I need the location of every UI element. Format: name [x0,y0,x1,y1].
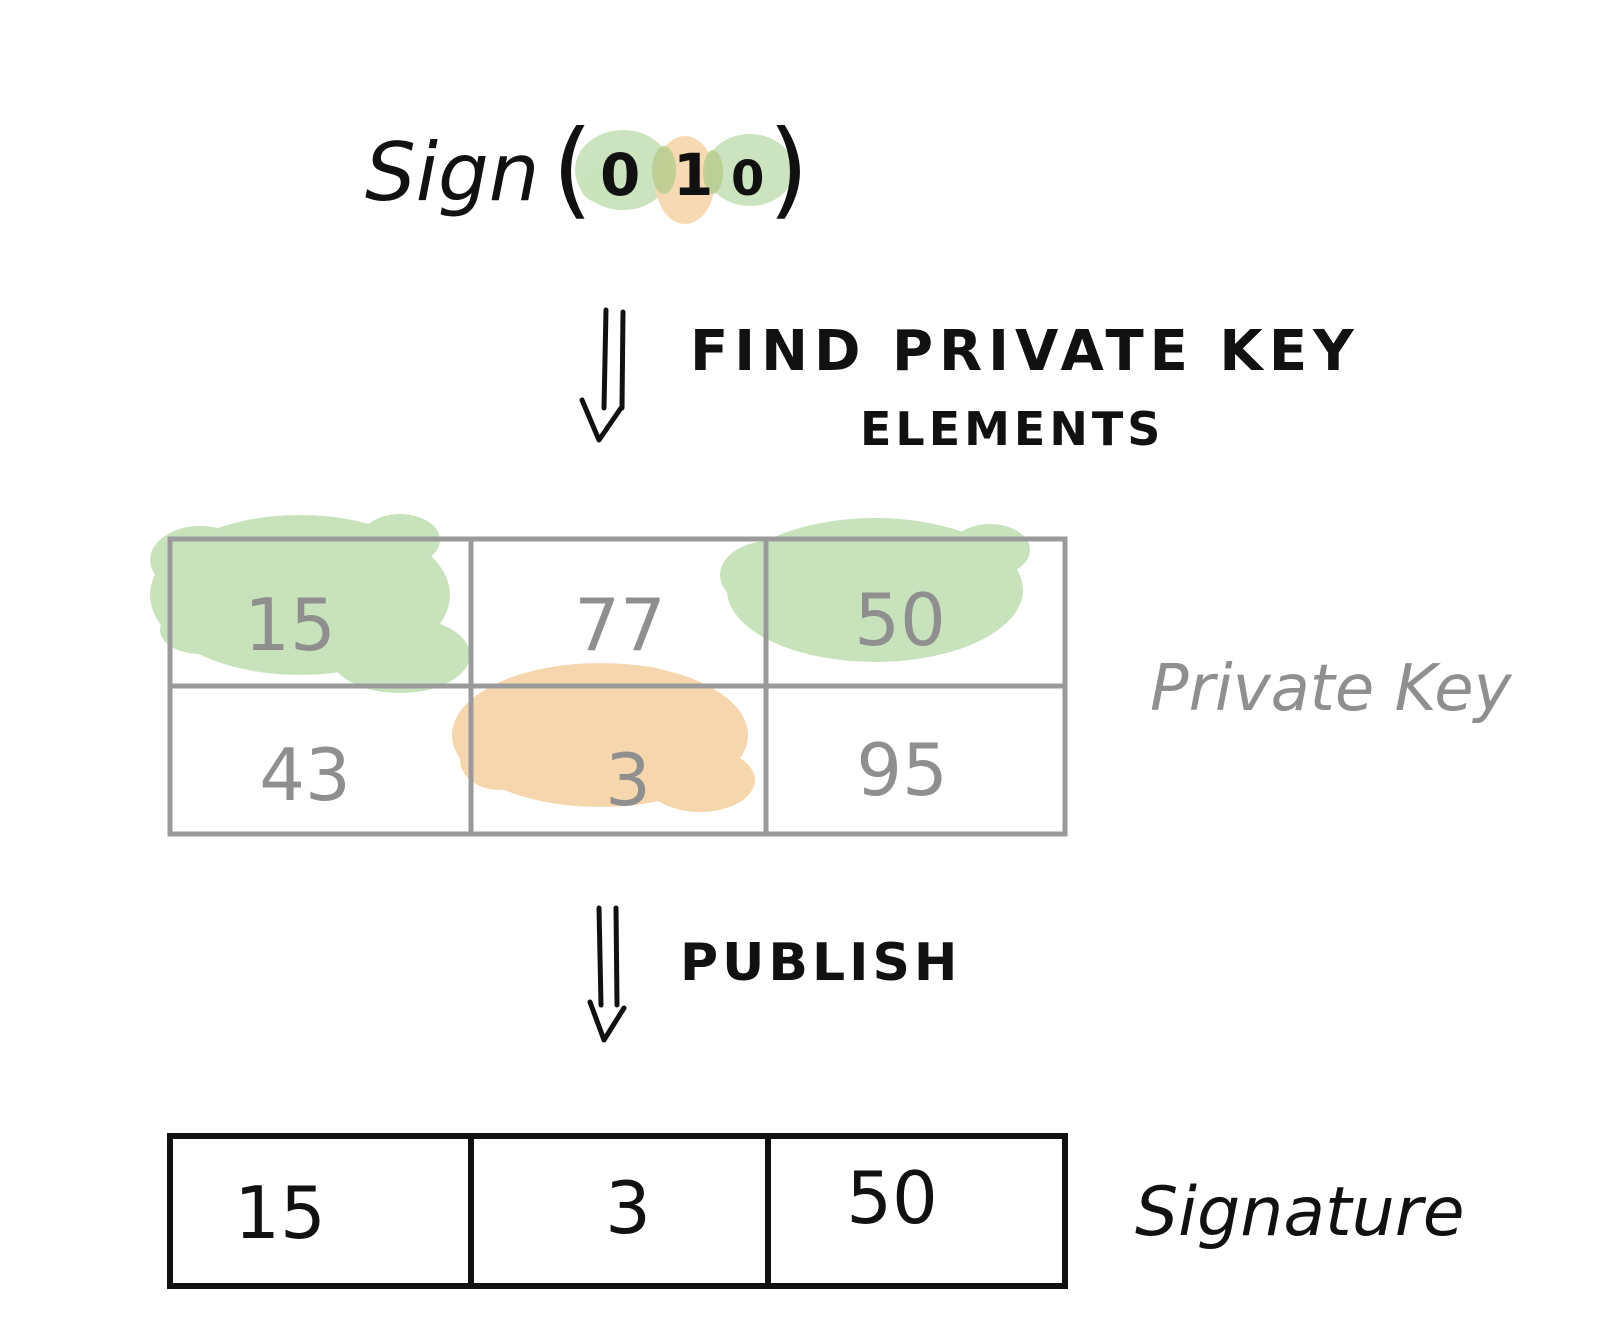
private-key-cell: 77 [574,583,666,667]
step-publish-label: PUBLISH [680,933,961,993]
sign-function-name: Sign [365,126,540,219]
message-highlight-bit0-second [706,134,794,206]
signature-table: 15 3 50 [167,1133,1068,1289]
private-key-cell: 15 [244,583,336,667]
sign-title: Sign ( 0 1 0 ) [365,108,809,230]
private-key-cell: 3 [605,738,651,822]
double-arrow-down-icon [579,307,626,443]
signature-cell: 3 [605,1166,651,1250]
message-overlap [652,146,723,194]
message-bit-1: 0 [600,141,640,209]
message-highlight-bit0-first [575,130,671,210]
double-arrow-down-icon [587,905,627,1043]
private-key-grid [167,536,1068,837]
private-key-table: 15 77 50 43 3 95 [150,514,1068,837]
open-paren: ( [552,108,593,230]
step-find-label-line1: FIND PRIVATE KEY [690,319,1360,384]
signature-cell: 50 [846,1156,938,1240]
close-paren: ) [768,108,809,230]
signature-label: Signature [1135,1173,1465,1252]
private-key-highlight-col1 [150,514,470,693]
private-key-label: Private Key [1150,652,1513,726]
private-key-cell: 50 [854,578,946,662]
private-key-cell: 43 [259,733,351,817]
step-find-label-line2: ELEMENTS [860,402,1164,456]
message-bit-2: 1 [673,141,713,209]
signature-grid [167,1133,1068,1289]
message-bit-3: 0 [731,151,764,207]
private-key-highlight-col3 [720,518,1030,662]
signature-cell: 15 [234,1171,326,1255]
private-key-highlight-col2 [452,663,755,812]
private-key-cell: 95 [856,728,948,812]
